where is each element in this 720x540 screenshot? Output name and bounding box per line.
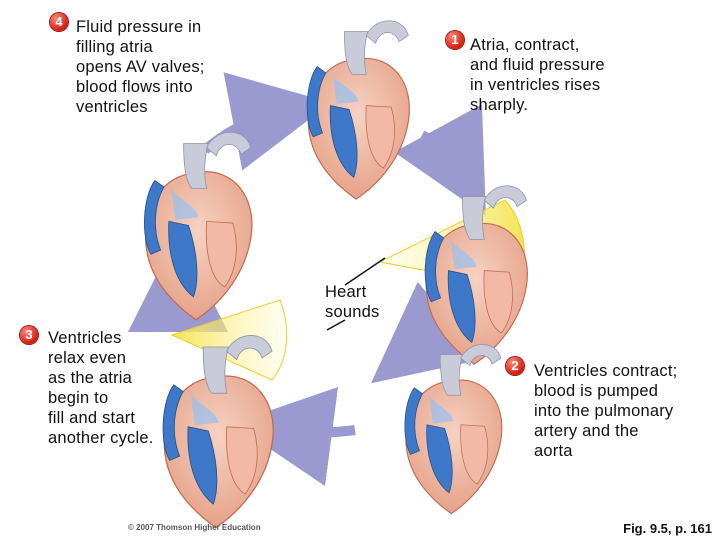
step-badge-4: 4 bbox=[50, 13, 68, 31]
heart-sound-cone-lower bbox=[170, 299, 288, 381]
heart-sounds-pointer-upper bbox=[344, 257, 386, 286]
heart-illustration-ventricular-ejection bbox=[404, 343, 503, 515]
cycle-arrow-bottom bbox=[232, 386, 356, 487]
step-caption-1: Atria, contract, and fluid pressure in v… bbox=[470, 36, 605, 114]
step-badge-1: 1 bbox=[446, 31, 464, 49]
heart-illustration-atrial-contraction bbox=[306, 20, 410, 200]
cycle-arrow-right bbox=[370, 281, 481, 384]
step-badge-2: 2 bbox=[506, 357, 524, 375]
step-caption-3: Ventricles relax even as the atria begin… bbox=[48, 329, 154, 447]
copyright-notice: © 2007 Thomson Higher Education bbox=[128, 523, 261, 532]
step-caption-4: Fluid pressure in filling atria opens AV… bbox=[76, 18, 205, 116]
heart-sounds-pointer-lower bbox=[326, 319, 346, 331]
figure-reference: Fig. 9.5, p. 161 bbox=[623, 521, 712, 536]
heart-sounds-label: Heart sounds bbox=[325, 283, 380, 321]
heart-illustration-av-valves-open bbox=[143, 131, 253, 321]
cycle-arrow-top-right bbox=[394, 104, 486, 216]
step-badge-3: 3 bbox=[20, 326, 38, 344]
step-caption-2: Ventricles contract; blood is pumped int… bbox=[534, 362, 678, 460]
